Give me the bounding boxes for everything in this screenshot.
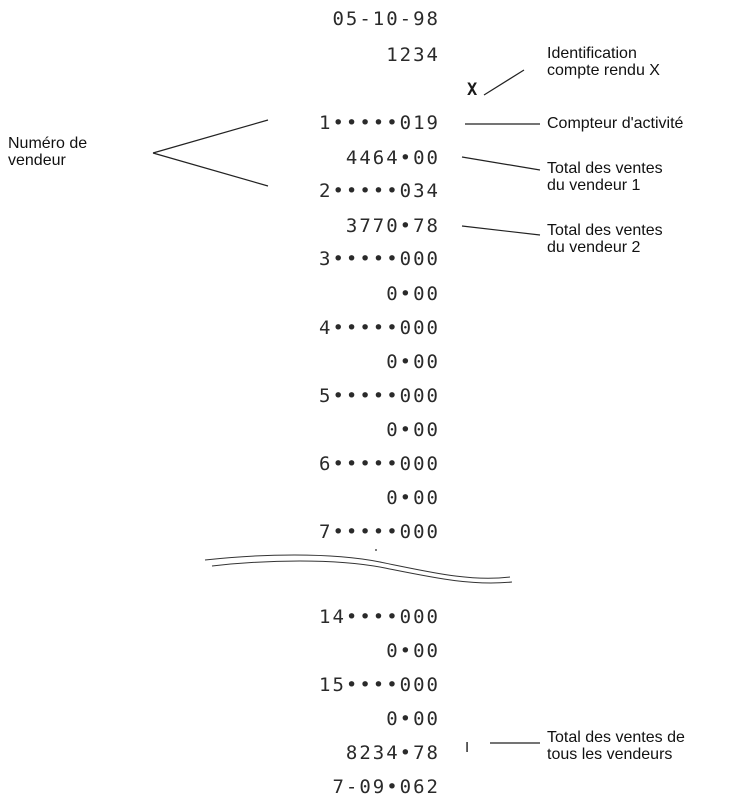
receipt-row: 2•••••034 [319, 180, 440, 202]
annotation-vendor2-total: Total des ventes du vendeur 2 [547, 222, 663, 256]
receipt-row: 1•••••019 [319, 112, 440, 134]
leader-line-vendor2-total [461, 225, 541, 236]
leader-line-report-id [483, 69, 525, 96]
annotation-all-total: Total des ventes de tous les vendeurs [547, 729, 685, 763]
annotation-vendor-number: Numéro de vendeur [8, 135, 87, 169]
receipt-row: 7•••••000 [319, 521, 440, 543]
receipt-row: 8234•78 [345, 742, 440, 764]
annotation-line: Identification [547, 45, 637, 62]
receipt-row: 0•00 [386, 640, 440, 662]
annotation-line: Total des ventes [547, 160, 663, 177]
receipt-row: 6•••••000 [319, 453, 440, 475]
receipt-row: 0•00 [386, 283, 440, 305]
receipt-row: 4•••••000 [319, 317, 440, 339]
receipt-row: 3•••••000 [319, 248, 440, 270]
annotation-line: Numéro de [8, 135, 88, 152]
receipt-row: 5•••••000 [319, 385, 440, 407]
grand-total-symbol: Ⅰ [465, 740, 470, 756]
annotation-report-id: Identification compte rendu X [547, 45, 660, 79]
receipt-row: 14••••000 [319, 606, 440, 628]
receipt-row: 0•00 [386, 419, 440, 441]
leader-line-vendor-number-2 [152, 152, 269, 187]
leader-line-vendor-number-1 [152, 119, 269, 154]
annotation-line: compte rendu X [547, 62, 660, 79]
annotation-line: vendeur [8, 152, 66, 169]
annotation-line: du vendeur 2 [547, 239, 641, 256]
annotation-line: tous les vendeurs [547, 746, 673, 763]
receipt-date: 05-10-98 [332, 8, 440, 30]
leader-line-vendor1-total [461, 156, 541, 171]
receipt-id-number: 1234 [386, 44, 440, 66]
annotation-vendor1-total: Total des ventes du vendeur 1 [547, 160, 663, 194]
receipt-row: 3770•78 [345, 215, 440, 237]
receipt-row: 0•00 [386, 487, 440, 509]
receipt-row: 4464•00 [345, 147, 440, 169]
annotation-line: Compteur d'activité [547, 115, 684, 132]
tear-break [204, 554, 513, 584]
annotation-line: Total des ventes [547, 222, 663, 239]
receipt-row: 15••••000 [319, 674, 440, 696]
receipt-row: 0•00 [386, 351, 440, 373]
receipt-row: 0•00 [386, 708, 440, 730]
report-x-mark: X [467, 80, 478, 100]
annotation-line: Total des ventes de [547, 729, 685, 746]
receipt-row: 7-09•062 [332, 776, 440, 798]
annotation-line: du vendeur 1 [547, 177, 641, 194]
annotation-activity-counter: Compteur d'activité [547, 115, 683, 132]
